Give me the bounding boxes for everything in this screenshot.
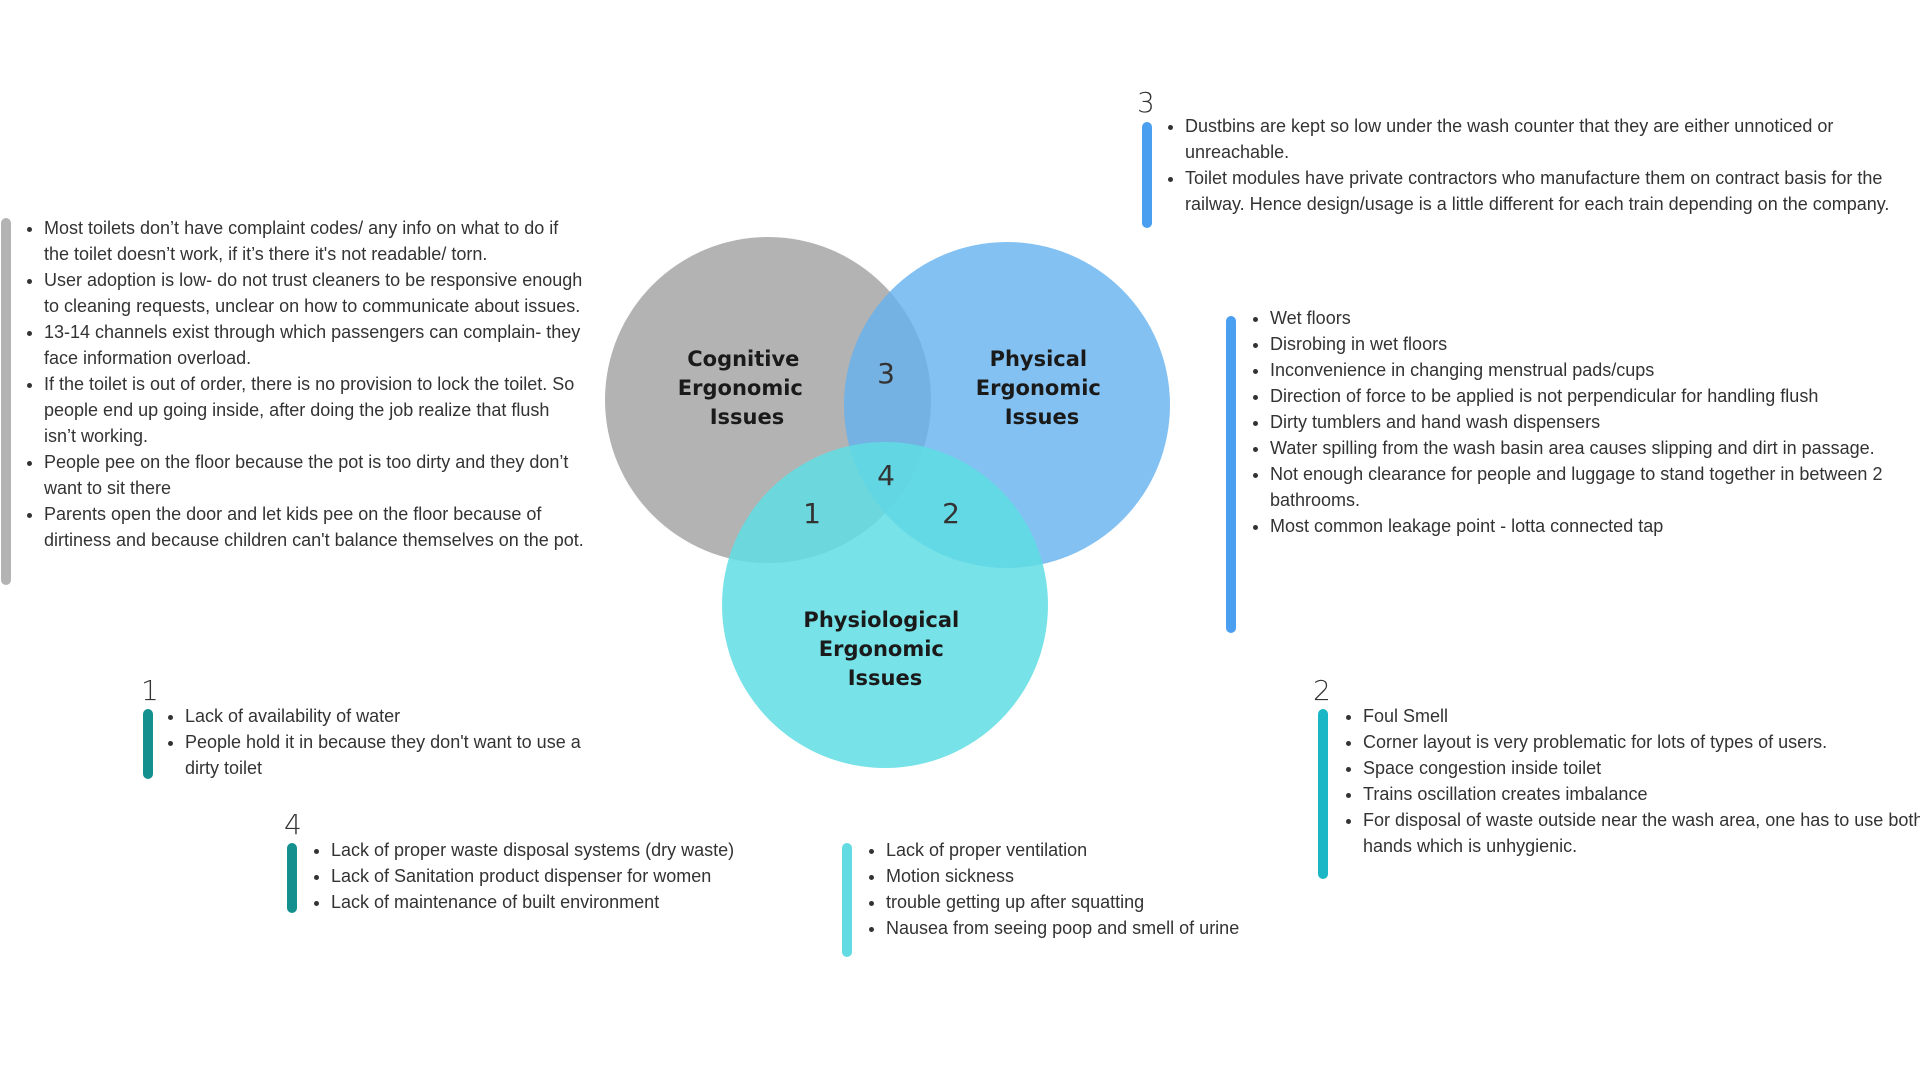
- cognitive-accent-bar: [1, 218, 11, 585]
- physical-label: Physical Ergonomic Issues: [976, 347, 1108, 429]
- list-item: Dustbins are kept so low under the wash …: [1185, 113, 1905, 165]
- physical-label-line2: Ergonomic: [976, 376, 1101, 400]
- list-item: Not enough clearance for people and lugg…: [1270, 461, 1920, 513]
- list-item: Foul Smell: [1363, 703, 1920, 729]
- list-item: Lack of maintenance of built environment: [331, 889, 851, 915]
- list-item: 13-14 channels exist through which passe…: [44, 319, 584, 371]
- overlap-4-number: 4: [284, 808, 302, 841]
- list-item: Disrobing in wet floors: [1270, 331, 1920, 357]
- physical-label-line3: Issues: [1005, 405, 1080, 429]
- overlap-3-accent-bar: [1142, 122, 1152, 228]
- list-item: Water spilling from the wash basin area …: [1270, 435, 1920, 461]
- list-item: Most toilets don’t have complaint codes/…: [44, 215, 584, 267]
- list-item: People hold it in because they don't wan…: [185, 729, 585, 781]
- overlap-3-list: Dustbins are kept so low under the wash …: [1163, 113, 1905, 217]
- list-item: Lack of availability of water: [185, 703, 585, 729]
- physiological-label-line1: Physiological: [803, 608, 959, 632]
- list-item: People pee on the floor because the pot …: [44, 449, 584, 501]
- list-item: Nausea from seeing poop and smell of uri…: [886, 915, 1306, 941]
- physiological-circle: [722, 442, 1048, 768]
- overlap-1-accent-bar: [143, 709, 153, 779]
- overlap-3-number: 3: [1137, 86, 1155, 119]
- list-item: Lack of Sanitation product dispenser for…: [331, 863, 851, 889]
- list-item: Trains oscillation creates imbalance: [1363, 781, 1920, 807]
- physiological-accent-bar: [842, 843, 852, 957]
- cognitive-label: Cognitive Ergonomic Issues: [678, 347, 810, 429]
- list-item: Space congestion inside toilet: [1363, 755, 1920, 781]
- list-item: Wet floors: [1270, 305, 1920, 331]
- overlap-2-list: Foul SmellCorner layout is very problema…: [1341, 703, 1920, 859]
- physiological-issues-list: Lack of proper ventilationMotion sicknes…: [864, 837, 1306, 941]
- physical-issues-list: Wet floorsDisrobing in wet floorsInconve…: [1248, 305, 1920, 539]
- physiological-label: Physiological Ergonomic Issues: [803, 608, 966, 690]
- cognitive-label-line3: Issues: [710, 405, 785, 429]
- overlap-4-list: Lack of proper waste disposal systems (d…: [309, 837, 851, 915]
- list-item: Toilet modules have private contractors …: [1185, 165, 1905, 217]
- list-item: Corner layout is very problematic for lo…: [1363, 729, 1920, 755]
- list-item: Direction of force to be applied is not …: [1270, 383, 1920, 409]
- physiological-label-line2: Ergonomic: [819, 637, 944, 661]
- region-2-number: 2: [942, 497, 960, 530]
- list-item: Dirty tumblers and hand wash dispensers: [1270, 409, 1920, 435]
- cognitive-label-line2: Ergonomic: [678, 376, 803, 400]
- list-item: Parents open the door and let kids pee o…: [44, 501, 584, 553]
- region-1-number: 1: [803, 497, 821, 530]
- list-item: Most common leakage point - lotta connec…: [1270, 513, 1920, 539]
- list-item: Motion sickness: [886, 863, 1306, 889]
- region-3-number: 3: [877, 357, 895, 390]
- list-item: trouble getting up after squatting: [886, 889, 1306, 915]
- cognitive-issues-list: Most toilets don’t have complaint codes/…: [22, 215, 584, 553]
- list-item: Lack of proper waste disposal systems (d…: [331, 837, 851, 863]
- list-item: Inconvenience in changing menstrual pads…: [1270, 357, 1920, 383]
- overlap-2-accent-bar: [1318, 709, 1328, 879]
- physiological-label-line3: Issues: [848, 666, 923, 690]
- physical-label-line1: Physical: [990, 347, 1088, 371]
- list-item: For disposal of waste outside near the w…: [1363, 807, 1920, 859]
- list-item: If the toilet is out of order, there is …: [44, 371, 584, 449]
- list-item: Lack of proper ventilation: [886, 837, 1306, 863]
- list-item: User adoption is low- do not trust clean…: [44, 267, 584, 319]
- overlap-2-number: 2: [1313, 674, 1331, 707]
- physical-accent-bar: [1226, 316, 1236, 633]
- region-4-number: 4: [877, 459, 895, 492]
- cognitive-label-line1: Cognitive: [687, 347, 799, 371]
- overlap-1-number: 1: [141, 674, 159, 707]
- overlap-4-accent-bar: [287, 843, 297, 913]
- overlap-1-list: Lack of availability of waterPeople hold…: [163, 703, 585, 781]
